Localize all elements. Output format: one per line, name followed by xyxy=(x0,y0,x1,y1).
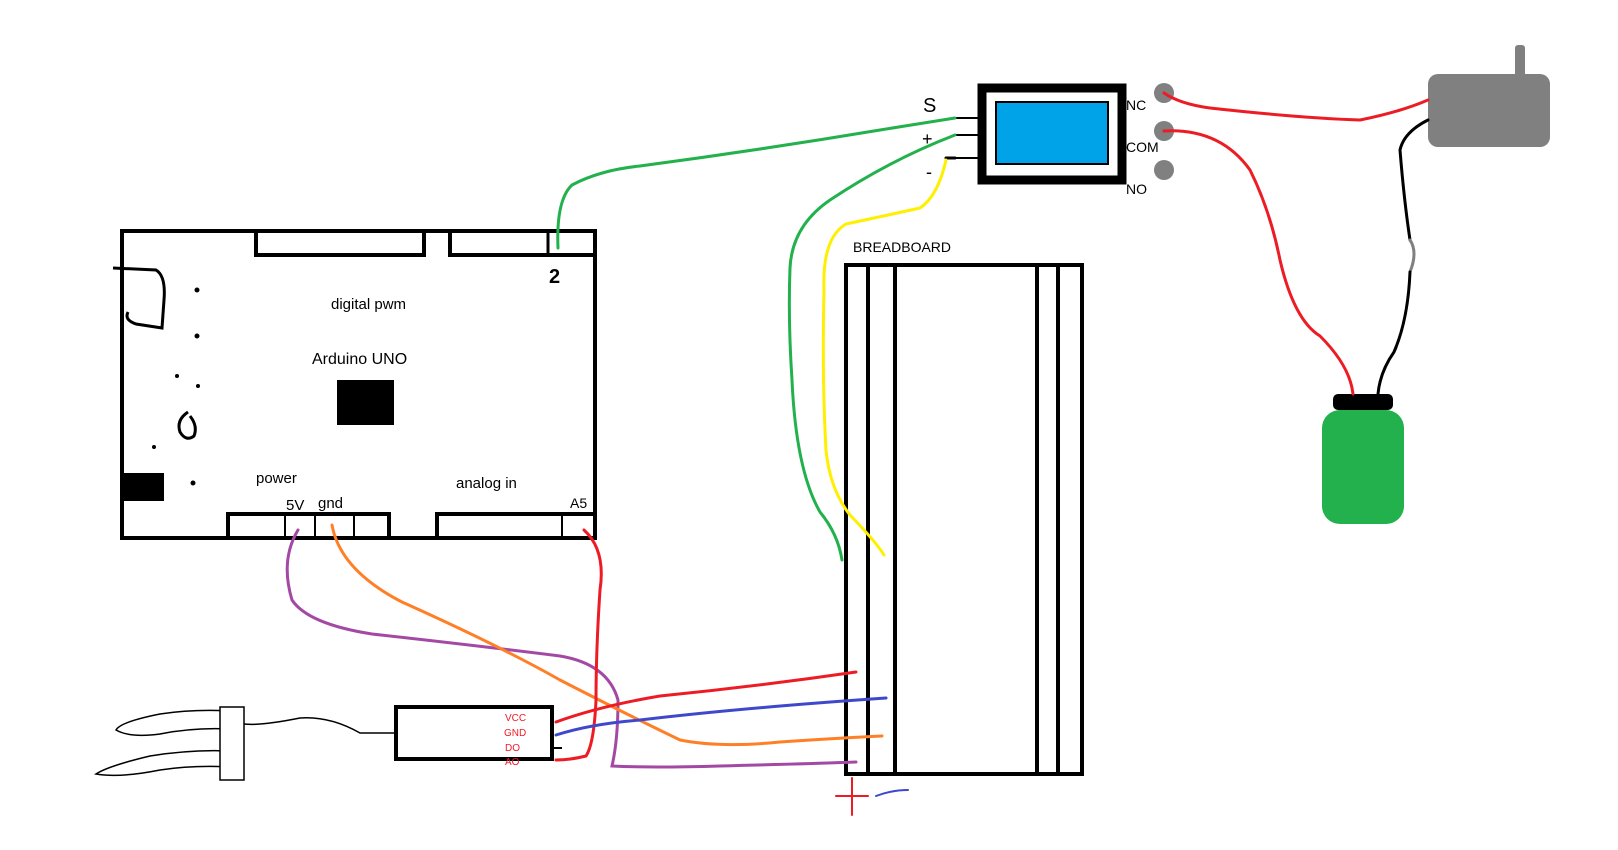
relay-terminal-no xyxy=(1154,160,1174,180)
pump-body xyxy=(1428,74,1550,147)
relay-com-label: COM xyxy=(1126,139,1159,155)
breadboard: BREADBOARD xyxy=(844,239,1084,776)
plus-icon xyxy=(835,777,869,816)
breadboard-outline xyxy=(844,263,1084,776)
relay-pin-s: S xyxy=(923,95,936,117)
sensor-probe-fork-bottom xyxy=(94,749,245,777)
bottle-body xyxy=(1322,410,1404,524)
arduino-pin-a5: A5 xyxy=(570,495,587,511)
sensor-probe-fork-top xyxy=(115,709,245,737)
wire-green-breadboard xyxy=(787,133,957,562)
relay-module: S + - NC COM NO xyxy=(922,83,1174,197)
arduino-dot-6 xyxy=(190,480,196,486)
relay-nc-label: NC xyxy=(1126,97,1146,113)
wire-blue-gnd xyxy=(554,696,888,737)
arduino-pin-gnd: gnd xyxy=(318,495,343,512)
wire-green-signal xyxy=(556,116,957,250)
moisture-sensor: VCC GND DO AO xyxy=(94,705,562,781)
arduino-pin-digital-2: 2 xyxy=(549,266,560,288)
arduino-title: Arduino UNO xyxy=(312,351,407,368)
sensor-module xyxy=(394,705,554,761)
sensor-do-label: DO xyxy=(505,743,520,754)
arduino-dot-1 xyxy=(194,287,200,293)
wire-black-pump-bottle-lower xyxy=(1376,270,1412,396)
arduino-header-power xyxy=(226,512,391,540)
arduino-power-label: power xyxy=(256,470,297,487)
sensor-vcc-label: VCC xyxy=(505,713,526,724)
water-pump xyxy=(1428,45,1550,147)
water-bottle xyxy=(1322,394,1404,524)
bottle-cap xyxy=(1333,394,1393,410)
arduino-header-analog xyxy=(435,512,597,540)
arduino-pin-5v: 5V xyxy=(286,497,304,514)
usb-port-sketch xyxy=(112,266,166,330)
breadboard-label: BREADBOARD xyxy=(853,239,951,255)
wire-gray-pump-bottle xyxy=(1408,238,1416,274)
arduino-dot-2 xyxy=(194,333,200,339)
arduino-decorative-mark xyxy=(177,410,197,440)
relay-pin-plus: + xyxy=(922,129,933,149)
arduino-analog-label: analog in xyxy=(456,475,517,492)
relay-pin-minus: - xyxy=(926,162,932,182)
wire-red-nc-pump xyxy=(1162,91,1430,122)
wire-black-pump-bottle xyxy=(1398,118,1430,242)
wire-yellow-breadboard xyxy=(821,158,948,557)
wire-orange-gnd xyxy=(330,523,884,747)
arduino-header-top-right xyxy=(448,229,597,257)
relay-screen xyxy=(995,101,1109,165)
wires xyxy=(285,91,1430,769)
sensor-probe-cable xyxy=(243,717,396,734)
arduino-dot-5 xyxy=(152,445,156,449)
relay-no-label: NO xyxy=(1126,181,1147,197)
arduino-dot-3 xyxy=(175,374,179,378)
sensor-probe-clamp xyxy=(219,706,245,781)
arduino-board: digital pwm 2 Arduino UNO power analog i… xyxy=(112,229,597,540)
power-jack xyxy=(124,473,164,501)
pump-antenna xyxy=(1515,45,1525,77)
wire-red-vcc xyxy=(554,670,858,724)
arduino-dot-4 xyxy=(196,384,200,388)
arduino-chip xyxy=(337,380,394,425)
minus-icon xyxy=(875,789,909,797)
sensor-gnd-label: GND xyxy=(504,728,526,739)
wire-red-a5 xyxy=(554,528,603,762)
arduino-header-top-left xyxy=(254,229,426,257)
wire-red-com-bottle xyxy=(1162,129,1355,396)
arduino-digital-label: digital pwm xyxy=(331,296,406,313)
polarity-marks xyxy=(835,777,909,816)
sensor-ao-label: AO xyxy=(505,757,520,768)
